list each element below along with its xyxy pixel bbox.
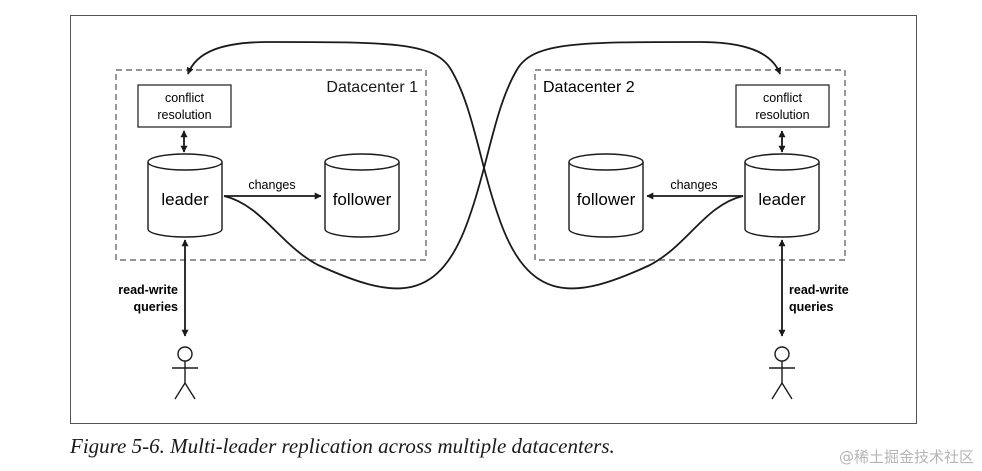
datacenter-1-conflict-resolution: conflict resolution — [137, 84, 232, 128]
queries-label-1-line2: queries — [134, 300, 179, 314]
queries-label-2-line2: queries — [789, 300, 834, 314]
leader-label-2: leader — [758, 190, 806, 209]
figure-frame — [70, 15, 917, 424]
resolution-label-2: resolution — [755, 108, 809, 122]
watermark: @稀土掘金技术社区 — [839, 448, 974, 466]
datacenter-2-leader-db: leader — [744, 153, 820, 238]
datacenter-1-title: Datacenter 1 — [326, 79, 418, 96]
resolution-label-1: resolution — [157, 108, 211, 122]
queries-label-2-line1: read-write — [789, 283, 849, 297]
changes-label-2: changes — [670, 178, 717, 192]
queries-label-1-line1: read-write — [118, 283, 178, 297]
changes-label-1: changes — [248, 178, 295, 192]
leader-label-1: leader — [161, 190, 209, 209]
user-figure-2 — [769, 346, 795, 400]
datacenter-2-conflict-resolution: conflict resolution — [735, 84, 830, 128]
follower-label-2: follower — [577, 190, 636, 209]
datacenter-2-boundary — [534, 69, 846, 261]
figure-caption: Figure 5-6. Multi-leader replication acr… — [69, 434, 615, 458]
follower-label-1: follower — [333, 190, 392, 209]
conflict-label-1: conflict — [165, 91, 204, 105]
datacenter-1-follower-db: follower — [324, 153, 400, 238]
datacenter-1-boundary — [115, 69, 427, 261]
datacenter-2-follower-db: follower — [568, 153, 644, 238]
replication-curve-dc1-to-dc2 — [223, 41, 782, 290]
user-figure-1 — [172, 346, 198, 400]
conflict-label-2: conflict — [763, 91, 802, 105]
replication-curve-dc2-to-dc1 — [186, 41, 744, 290]
datacenter-1-leader-db: leader — [147, 153, 223, 238]
datacenter-2-title: Datacenter 2 — [543, 79, 635, 96]
